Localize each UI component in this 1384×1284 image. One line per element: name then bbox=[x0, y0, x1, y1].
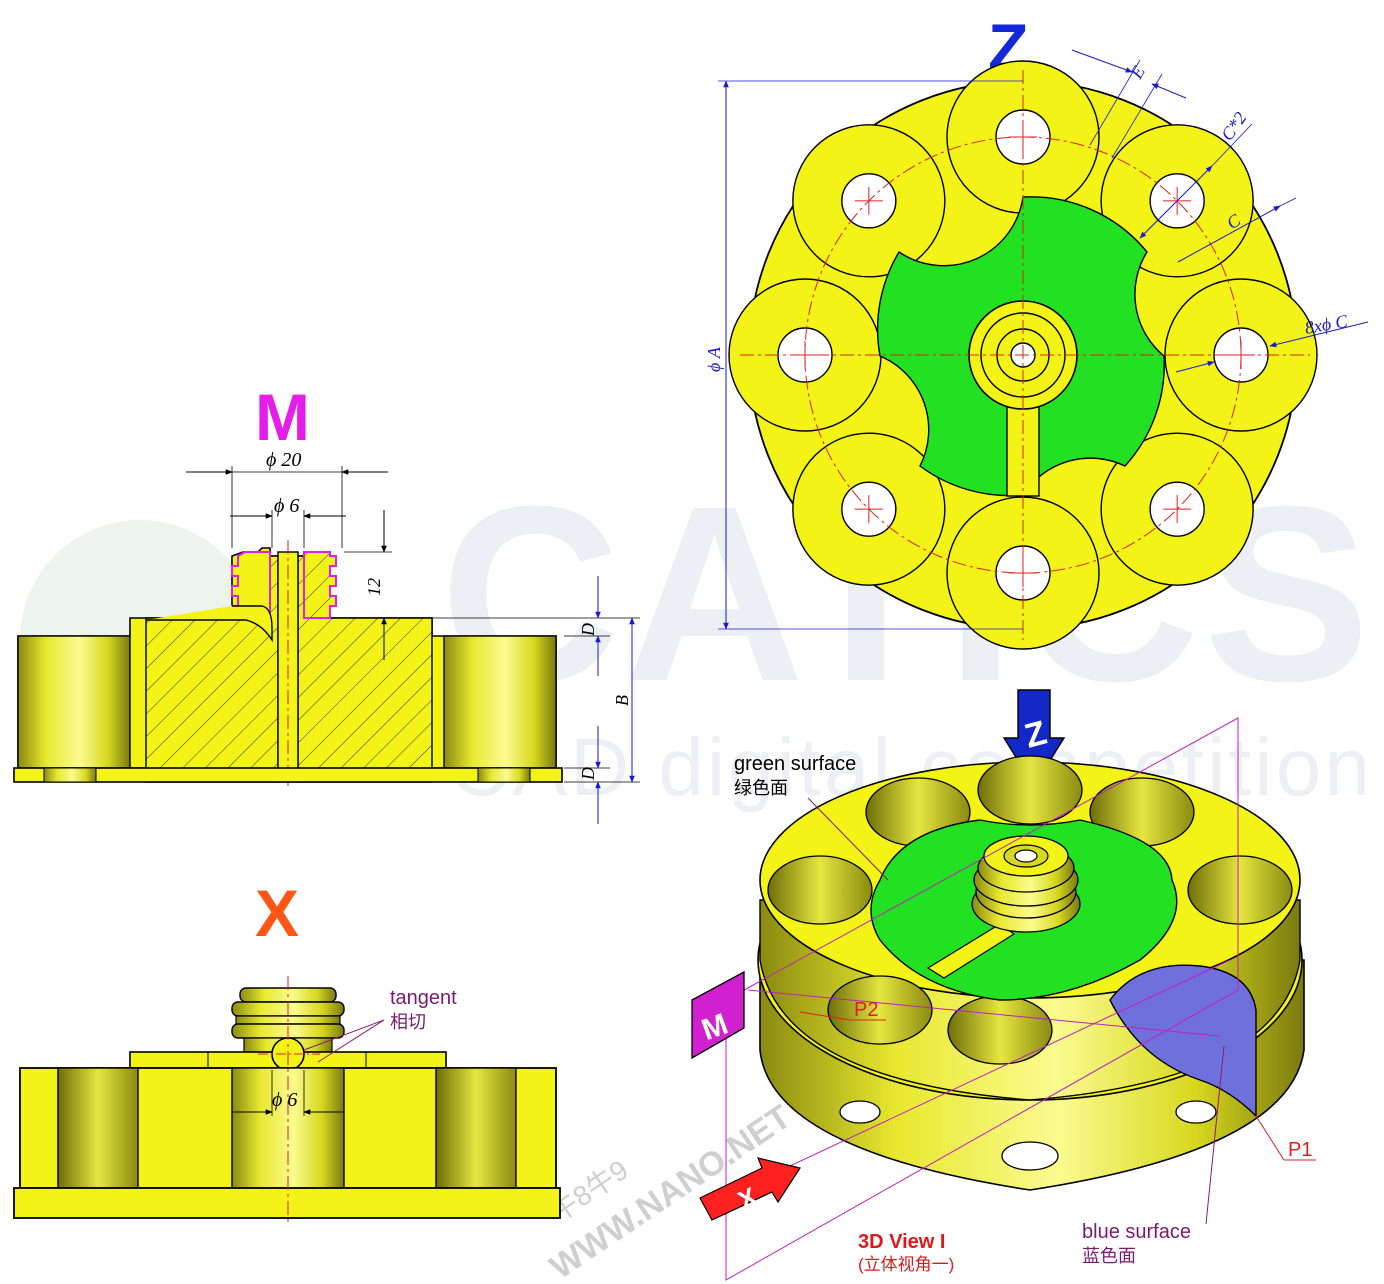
blue-surface-en: blue surface bbox=[1082, 1221, 1191, 1243]
base-x bbox=[13, 1187, 561, 1219]
pocket-3d bbox=[977, 755, 1083, 825]
blue-surface bbox=[1109, 964, 1257, 1118]
threaded-boss-right bbox=[303, 551, 337, 619]
green-surface-zh: 绿色面 bbox=[734, 778, 788, 798]
pocket-3d bbox=[947, 995, 1053, 1065]
side-channel bbox=[146, 605, 273, 643]
dim-phi6-m: ϕ 6 bbox=[230, 495, 346, 548]
blue-surface-callout: blue surface 蓝色面 bbox=[1082, 1045, 1225, 1266]
view-letter-x: X bbox=[255, 876, 299, 950]
boss-3d bbox=[971, 835, 1081, 933]
3d-view-title: 3D View I (立体视角一) bbox=[858, 1231, 954, 1274]
top-view-z: Z ϕ A E C*2 bbox=[704, 10, 1369, 650]
view-letter-m: M bbox=[255, 380, 310, 454]
right-pocket bbox=[443, 635, 557, 769]
3d-view-title-text: 3D View I bbox=[858, 1231, 945, 1253]
dim-d-bottom-text: D bbox=[578, 767, 598, 781]
tangent-zh: 相切 bbox=[390, 1012, 426, 1032]
m-plane-tag: M bbox=[691, 970, 745, 1060]
dim-phi20: ϕ 20 bbox=[186, 449, 388, 548]
p2-label: P2 bbox=[854, 999, 878, 1021]
dim-phi6-x: ϕ 6 bbox=[232, 1070, 344, 1116]
dim-phi6-x-text: ϕ 6 bbox=[272, 1089, 297, 1111]
green-surface-callout: green surface 绿色面 bbox=[734, 753, 889, 881]
dim-phiA-text: ϕ A bbox=[704, 346, 724, 372]
base-hole-2 bbox=[839, 1100, 881, 1124]
dim-12-text: 12 bbox=[364, 578, 384, 596]
dim-8xc-text: 8xϕ C bbox=[1303, 311, 1350, 338]
elevation-view-x: X ϕ 6 tangent 相切 bbox=[13, 876, 561, 1224]
pocket-3d bbox=[767, 855, 873, 925]
tangent-en: tangent bbox=[390, 987, 457, 1009]
pockets-3d bbox=[767, 755, 1293, 1065]
blue-surface-zh: 蓝色面 bbox=[1082, 1246, 1136, 1266]
dim-d-top-text: D bbox=[578, 623, 598, 637]
pocket-3d bbox=[827, 975, 933, 1045]
dim-phi20-text: ϕ 20 bbox=[266, 449, 301, 471]
p2-callout: P2 bbox=[799, 999, 886, 1021]
left-pocket bbox=[17, 635, 131, 769]
dim-12: 12 bbox=[344, 510, 392, 660]
view-3d: Z bbox=[691, 689, 1316, 1281]
p1-callout: P1 bbox=[1255, 1115, 1316, 1161]
dim-phiA: ϕ A bbox=[704, 80, 1023, 630]
base-hole-3 bbox=[1175, 1100, 1217, 1124]
dim-b-text: B bbox=[612, 695, 632, 706]
section-view-m: M ϕ 20 bbox=[13, 380, 640, 824]
3d-view-title-zh: (立体视角一) bbox=[858, 1255, 954, 1274]
p1-label: P1 bbox=[1288, 1139, 1312, 1161]
dim-e-text: E bbox=[1126, 62, 1149, 82]
tangent-callout: tangent 相切 bbox=[303, 987, 457, 1063]
base-flange bbox=[13, 767, 563, 783]
dim-phi6-text: ϕ 6 bbox=[274, 495, 299, 517]
pocket-3d bbox=[1187, 855, 1293, 925]
green-surface-en: green surface bbox=[734, 753, 856, 775]
dim-d-b: D B D bbox=[430, 576, 640, 824]
groove-3d bbox=[926, 923, 1016, 979]
base-hole-1 bbox=[1001, 1141, 1059, 1171]
